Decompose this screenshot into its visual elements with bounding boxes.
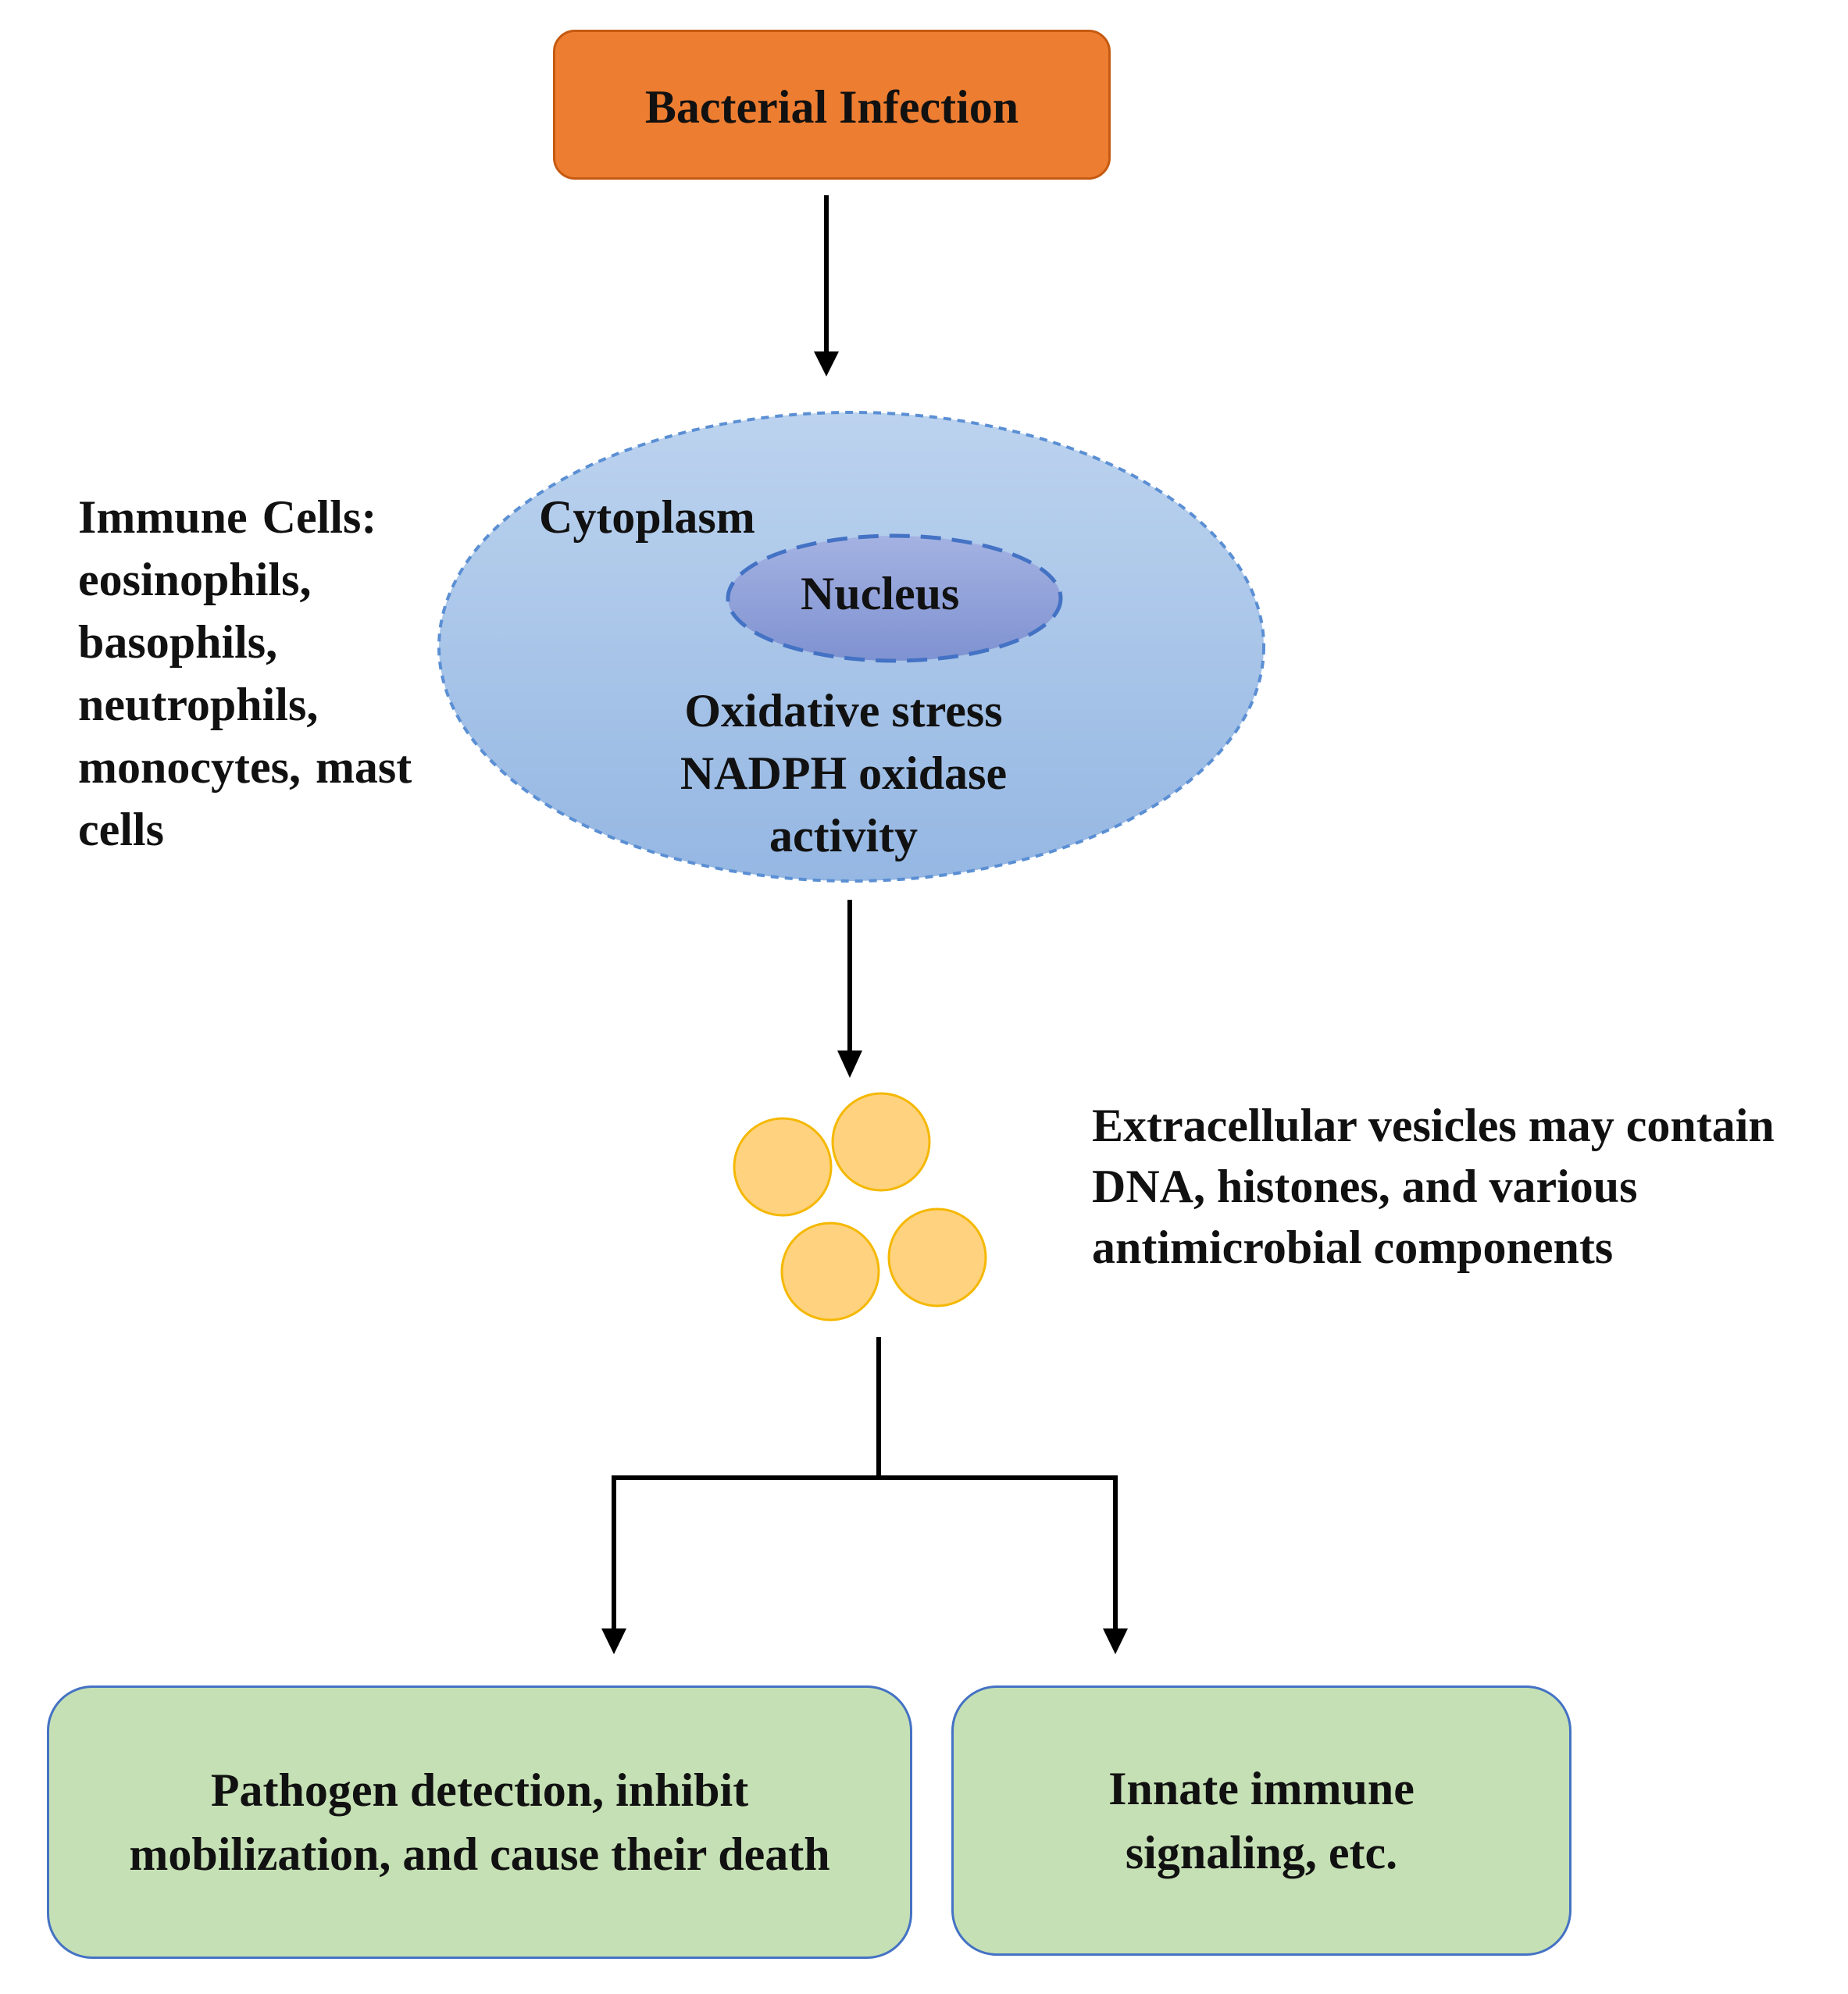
- immune-cells-line: basophils,: [78, 616, 278, 668]
- vesicles-line: antimicrobial components: [1092, 1222, 1614, 1273]
- immune-cells-line: cells: [78, 804, 164, 855]
- outcome-line: signaling, etc.: [1125, 1827, 1398, 1878]
- cytoplasm-label: Cytoplasm: [539, 491, 755, 543]
- immune-cells-line: Immune Cells:: [78, 491, 377, 543]
- arrow-cell-to-vesicles: [837, 900, 862, 1078]
- outcome-box-pathogen-detection: Pathogen detection, inhibit mobilization…: [47, 1685, 912, 1959]
- bacterial-infection-box: Bacterial Infection: [553, 30, 1111, 180]
- outcome-line: Innate immune: [1108, 1763, 1415, 1814]
- vesicle: [887, 1207, 987, 1307]
- oxidative-stress-text: Oxidative stress NADPH oxidase activity: [547, 680, 1140, 867]
- immune-cells-line: eosinophils,: [78, 554, 312, 605]
- process-line: activity: [769, 810, 918, 861]
- outcome-box-innate-signaling: Innate immune signaling, etc.: [951, 1685, 1572, 1956]
- nucleus-label: Nucleus: [801, 568, 960, 619]
- outcome-line: mobilization, and cause their death: [129, 1828, 830, 1880]
- vesicles-description: Extracellular vesicles may contain DNA, …: [1092, 1095, 1842, 1278]
- outcome-line: Pathogen detection, inhibit: [210, 1764, 749, 1816]
- vesicle: [733, 1117, 833, 1217]
- immune-cells-line: monocytes, mast: [78, 741, 412, 793]
- process-line: NADPH oxidase: [680, 747, 1008, 799]
- vesicles-line: DNA, histones, and various: [1092, 1161, 1638, 1212]
- process-line: Oxidative stress: [684, 685, 1003, 737]
- arrow-infection-to-cell: [814, 195, 839, 376]
- bacterial-infection-label: Bacterial Infection: [644, 80, 1019, 133]
- extracellular-vesicles: [733, 1092, 987, 1322]
- vesicle: [780, 1222, 880, 1322]
- nucleus: [726, 533, 1063, 663]
- immune-cells-text: Immune Cells: eosinophils, basophils, ne…: [78, 486, 453, 861]
- branch-connector: [601, 1337, 1128, 1654]
- vesicle: [831, 1092, 931, 1192]
- immune-cells-line: neutrophils,: [78, 679, 319, 730]
- vesicles-line: Extracellular vesicles may contain: [1092, 1100, 1775, 1151]
